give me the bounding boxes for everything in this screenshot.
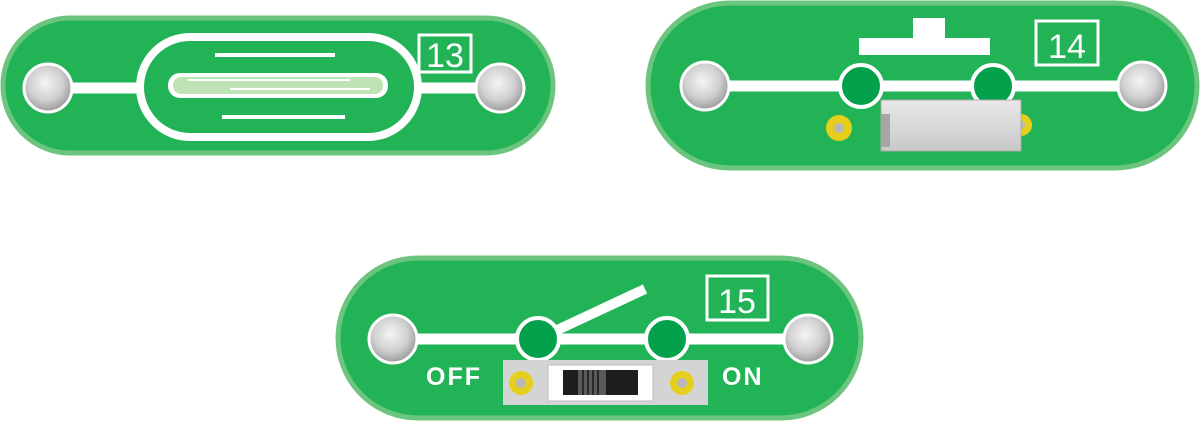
slide-switch-component: 15 OFF ON [335, 255, 864, 421]
part-number-15: 15 [718, 283, 756, 321]
snap-right-14 [1116, 60, 1168, 112]
part-number-box-14 [1034, 19, 1100, 67]
press-button-stem [913, 18, 945, 40]
solder-hole-left-15 [516, 378, 526, 388]
reed-switch-component: 13 [0, 15, 556, 156]
press-switch-component: 14 [645, 0, 1200, 171]
snap-left-15 [367, 313, 419, 365]
press-switch-body [880, 99, 1022, 152]
off-label: OFF [426, 363, 482, 391]
press-switch-body-edge [881, 114, 890, 147]
part-number-box-15 [705, 274, 770, 322]
solder-hole-left-14 [834, 123, 844, 133]
on-label: ON [722, 363, 764, 391]
contact-right-15 [644, 316, 690, 362]
contact-left-14 [838, 63, 884, 109]
snap-right-13 [474, 62, 526, 114]
slide-switch-knob[interactable] [578, 370, 606, 395]
part-number-box-13 [417, 33, 473, 74]
snap-left-13 [22, 62, 74, 114]
contact-left-15 [515, 316, 561, 362]
part-number-14: 14 [1048, 28, 1086, 66]
snap-right-15 [782, 313, 834, 365]
solder-hole-right-15 [677, 378, 687, 388]
snap-left-14 [679, 60, 731, 112]
press-button-bar [859, 38, 990, 55]
part-number-13: 13 [426, 37, 464, 75]
